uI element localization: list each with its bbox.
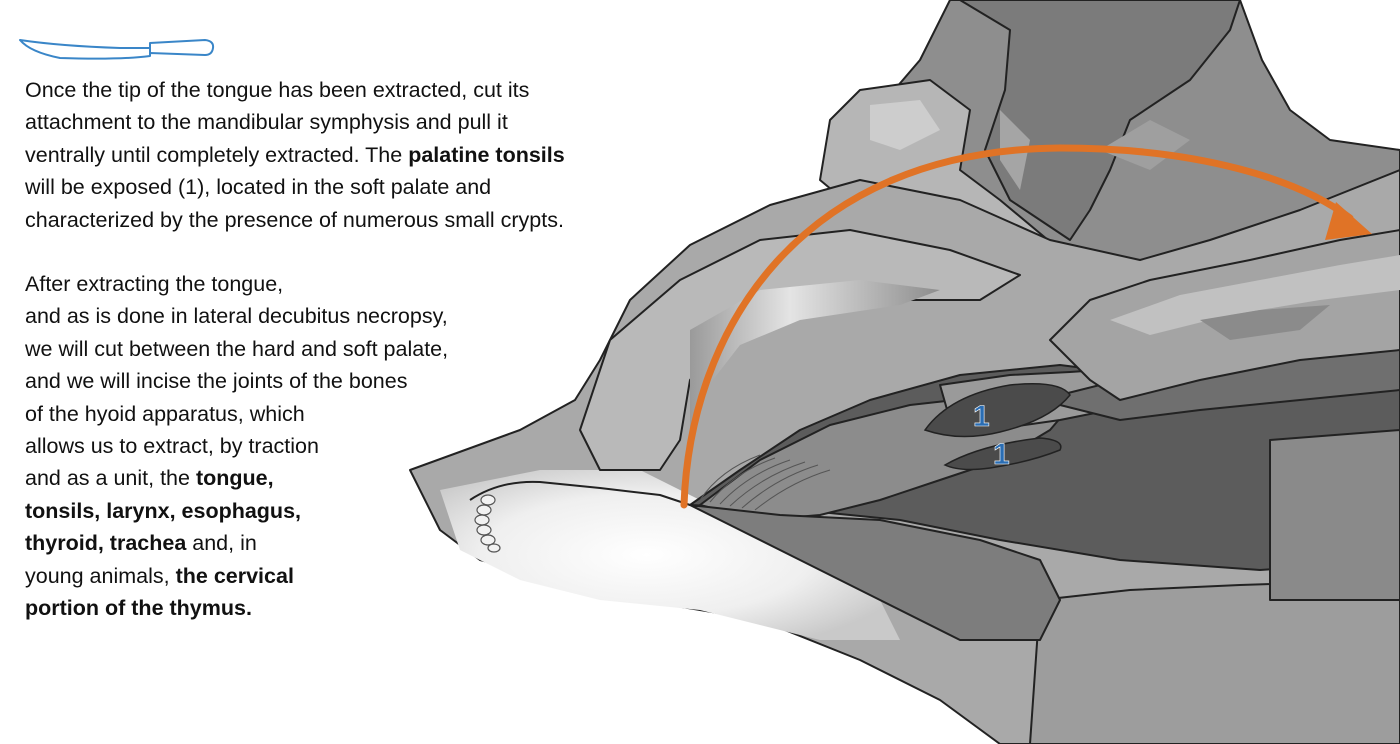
p1-line-4: will be exposed (1), located in the soft… — [25, 175, 492, 200]
p2-line-10a: young animals, — [25, 563, 176, 588]
knife-icon — [19, 39, 215, 60]
p2-line-9a: thyroid, trachea — [25, 531, 187, 556]
palatine-tonsils-term: palatine tonsils — [408, 142, 565, 167]
p2-line-1: After extracting the tongue, — [25, 272, 284, 296]
p2-line-5: of the hyoid apparatus, which — [25, 401, 305, 426]
p1-line-1: Once the tip of the tongue has been extr… — [25, 78, 530, 102]
instruction-paragraph-1: Once the tip of the tongue has been extr… — [25, 74, 565, 236]
larynx-region — [1029, 229, 1400, 744]
tonsil-label-2: 1 — [993, 438, 1010, 471]
p2-line-8: tonsils, larynx, esophagus, — [25, 498, 301, 523]
p2-line-7a: and as a unit, the — [25, 466, 196, 491]
p2-line-11: portion of the thymus. — [25, 596, 252, 621]
incisor-teeth — [474, 494, 501, 553]
p1-line-3a: ventrally until completely extracted. Th… — [25, 142, 409, 167]
lower-jaw — [469, 480, 1061, 641]
p1-line-2: attachment to the mandibular symphysis a… — [25, 110, 508, 135]
p2-line-4: and we will incise the joints of the bon… — [25, 369, 408, 394]
palatal-ridges — [699, 454, 831, 511]
curved-arrow-icon — [680, 144, 1372, 509]
p2-line-10b: the cervical — [175, 563, 294, 588]
tonsil-label-1: 1 — [973, 400, 990, 433]
p1-line-5: characterized by the presence of numerou… — [25, 207, 564, 232]
p2-line-2: and as is done in lateral decubitus necr… — [25, 304, 448, 329]
p2-line-3: we will cut between the hard and soft pa… — [25, 336, 449, 361]
p2-line-9b: and, in — [186, 531, 257, 556]
palatine-tonsils — [923, 383, 1071, 471]
instruction-paragraph-2: After extracting the tongue, and as is d… — [25, 268, 448, 624]
p2-line-7b: tongue, — [195, 466, 274, 491]
p2-line-6: allows us to extract, by traction — [25, 434, 319, 459]
